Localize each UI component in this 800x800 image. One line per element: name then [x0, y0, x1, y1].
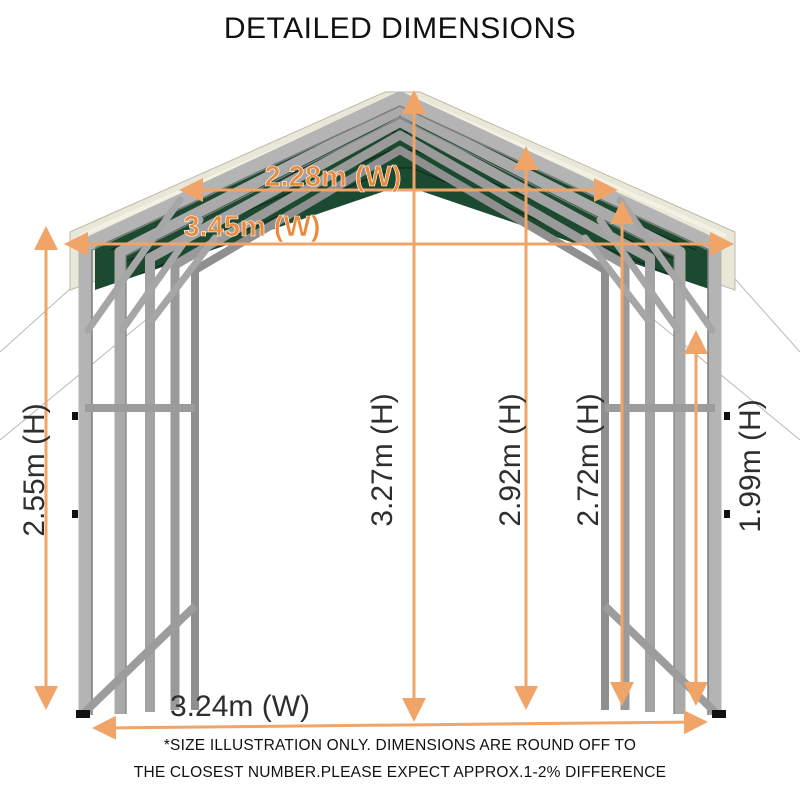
label-top-width: 2.28m (W) — [265, 161, 402, 193]
disclaimer-line-2: THE CLOSEST NUMBER.PLEASE EXPECT APPROX.… — [133, 764, 667, 781]
label-base-width: 3.24m (W) — [170, 690, 310, 723]
anchors — [72, 412, 730, 718]
dim-line-base-width — [92, 710, 708, 740]
label-side-height: 2.55m (H) — [18, 403, 51, 536]
label-clearance-height: 1.99m (H) — [734, 399, 767, 532]
label-roof-width: 3.45m (W) — [184, 211, 321, 243]
disclaimer-line-1: *SIZE ILLUSTRATION ONLY. DIMENSIONS ARE … — [163, 737, 637, 754]
label-inner-peak-height: 2.92m (H) — [494, 393, 527, 526]
dimension-lines — [34, 90, 734, 740]
label-upper-height: 2.72m (H) — [572, 393, 605, 526]
label-peak-height: 3.27m (H) — [366, 393, 399, 526]
page-title: DETAILED DIMENSIONS — [223, 12, 577, 45]
